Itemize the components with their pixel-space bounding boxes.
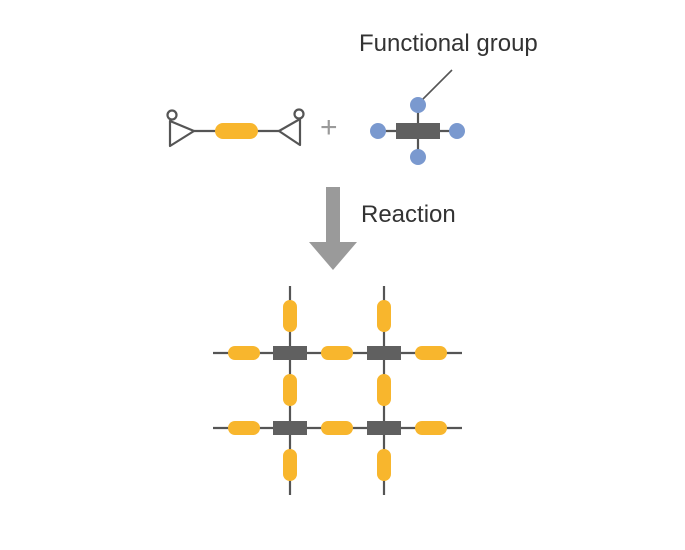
network-linker — [377, 449, 391, 481]
crosslinked-network — [213, 286, 462, 495]
crosslinker-reactant — [370, 97, 465, 165]
functional-group-dot — [410, 97, 426, 113]
down-arrow-icon — [309, 187, 357, 270]
network-linker — [283, 449, 297, 481]
network-core — [367, 421, 401, 435]
network-linker — [377, 374, 391, 406]
core-block — [396, 123, 440, 139]
network-core — [273, 421, 307, 435]
epoxide-right-icon — [277, 108, 305, 147]
network-linker — [321, 421, 353, 435]
network-linker — [377, 300, 391, 332]
functional-group-dot — [370, 123, 386, 139]
functional-group-dot — [410, 149, 426, 165]
network-core — [273, 346, 307, 360]
functional-group-label: Functional group — [359, 30, 538, 57]
network-linker — [283, 300, 297, 332]
network-core — [367, 346, 401, 360]
network-linker — [228, 421, 260, 435]
plus-sign: + — [320, 111, 338, 144]
epoxide-left-icon — [166, 109, 196, 148]
network-linker — [415, 421, 447, 435]
linker-segment — [215, 123, 258, 139]
network-linker — [228, 346, 260, 360]
functional-group-dot — [449, 123, 465, 139]
reaction-label: Reaction — [361, 201, 456, 228]
network-linker — [415, 346, 447, 360]
network-linker — [321, 346, 353, 360]
network-linker — [283, 374, 297, 406]
diepoxide-reactant — [166, 108, 305, 148]
label-leader-line — [422, 69, 453, 100]
